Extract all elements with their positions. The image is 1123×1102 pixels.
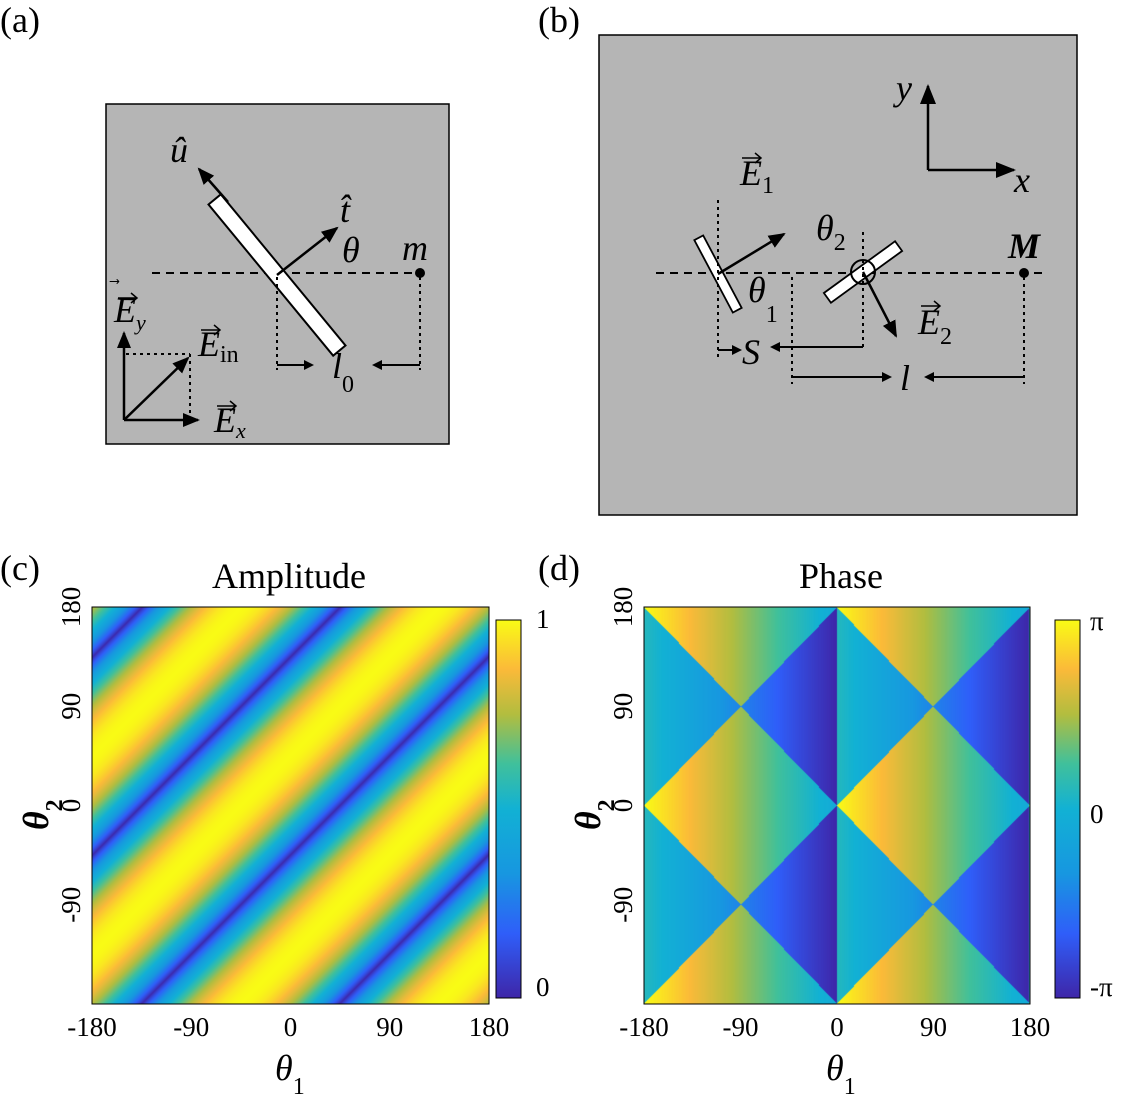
x-tick-label: 90 xyxy=(376,1012,403,1042)
panel-c: (c) Amplitude -180 -90 0 90 180 -90 0 90 180 θ1… xyxy=(0,548,550,1100)
chart-d-yticks: -90 0 90 180 xyxy=(608,587,638,923)
chart-d-xticks: -180 -90 0 90 180 xyxy=(619,1012,1050,1042)
chart-d-xlabel: θ1 xyxy=(826,1048,856,1100)
panel-label-d: (d) xyxy=(538,548,580,588)
theta1-label: θ1 xyxy=(748,270,778,328)
u-hat-label: û xyxy=(170,130,188,170)
x-tick-label: 90 xyxy=(920,1012,947,1042)
chart-d-frame xyxy=(643,606,1031,1005)
panel-label-a: (a) xyxy=(0,0,40,40)
x-axis-label: x xyxy=(1013,160,1030,200)
y-tick-label: 180 xyxy=(56,587,86,628)
svg-text:θ2: θ2 xyxy=(568,799,620,830)
E1-label: E1 xyxy=(739,153,774,199)
chart-d-ylabel: θ2 xyxy=(568,799,620,830)
t-hat-label: t̂ xyxy=(340,190,352,230)
Ey-vector-arrow-icon xyxy=(118,292,139,304)
phase-heatmap xyxy=(644,607,1030,1004)
E2-vector-arrow-icon xyxy=(921,300,942,312)
x-tick-label: -90 xyxy=(723,1012,759,1042)
Ey-label: Ey xyxy=(113,290,146,335)
x-tick-label: 0 xyxy=(284,1012,298,1042)
chart-c-title: Amplitude xyxy=(212,556,366,596)
y-tick-label: 90 xyxy=(56,693,86,720)
x-tick-label: 180 xyxy=(1010,1012,1051,1042)
x-tick-label: -180 xyxy=(67,1012,117,1042)
point-m xyxy=(415,268,425,278)
point-M xyxy=(1019,268,1029,278)
E2-arrow xyxy=(861,271,898,338)
chart-c-yticks: -90 0 90 180 xyxy=(56,587,86,923)
S-label: S xyxy=(742,332,760,372)
chart-d-colorbar-max: π xyxy=(1090,606,1104,636)
y-axis-label: y xyxy=(893,68,912,108)
y-tick-label: -90 xyxy=(608,887,638,923)
panel-b: (b) y x E1 E2 θ2 θ1 M xyxy=(538,0,1078,516)
theta2-label: θ2 xyxy=(816,208,846,256)
chart-d-colorbar-mid: 0 xyxy=(1090,799,1104,829)
svg-text:θ2: θ2 xyxy=(16,799,68,830)
panel-a: (a) û t̂ θ m l0 Ey ⃗ Ein Ex xyxy=(0,0,450,445)
theta-label: θ xyxy=(342,230,360,270)
m-label: m xyxy=(402,228,428,268)
chart-c-colorbar-max: 1 xyxy=(536,604,550,634)
l0-label: l0 xyxy=(332,346,354,398)
y-tick-label: -90 xyxy=(56,887,86,923)
E1-arrow xyxy=(717,232,786,276)
y-tick-label: 0 xyxy=(608,799,638,813)
chart-c-xlabel: θ1 xyxy=(275,1048,305,1100)
y-tick-label: 90 xyxy=(608,693,638,720)
E2-label: E2 xyxy=(917,302,952,350)
panel-b-box xyxy=(598,34,1078,516)
chart-d-heatmap-host xyxy=(644,607,1030,1004)
chart-c-colorbar-min: 0 xyxy=(536,972,550,1002)
chart-d-title: Phase xyxy=(799,556,883,596)
amplitude-heatmap xyxy=(92,607,489,1004)
Ex-vector-arrow-icon xyxy=(217,400,238,412)
l-label: l xyxy=(900,358,910,398)
chart-c-xticks: -180 -90 0 90 180 xyxy=(67,1012,509,1042)
chart-d-colorbar-min: -π xyxy=(1090,972,1113,1002)
M-label: M xyxy=(1007,226,1042,266)
panel-label-b: (b) xyxy=(538,0,580,40)
E1-vector-arrow-icon xyxy=(742,152,763,164)
y-tick-label: 0 xyxy=(56,799,86,813)
u-hat-arrow xyxy=(197,167,229,203)
Ein-arrow xyxy=(123,356,190,421)
chart-d-colorbar xyxy=(1054,619,1081,999)
chart-c-heatmap-host xyxy=(92,607,489,1004)
x-tick-label: -180 xyxy=(619,1012,669,1042)
t-hat-arrow xyxy=(276,226,339,276)
chart-c-ylabel: θ2 xyxy=(16,799,68,830)
y-tick-label: 180 xyxy=(608,587,638,628)
x-tick-label: 180 xyxy=(469,1012,510,1042)
x-tick-label: 0 xyxy=(830,1012,844,1042)
panel-label-c: (c) xyxy=(0,548,40,588)
chart-c-frame xyxy=(91,606,490,1005)
x-tick-label: -90 xyxy=(173,1012,209,1042)
Ein-vector-arrow-icon xyxy=(201,324,222,336)
chart-c-colorbar xyxy=(495,619,522,999)
